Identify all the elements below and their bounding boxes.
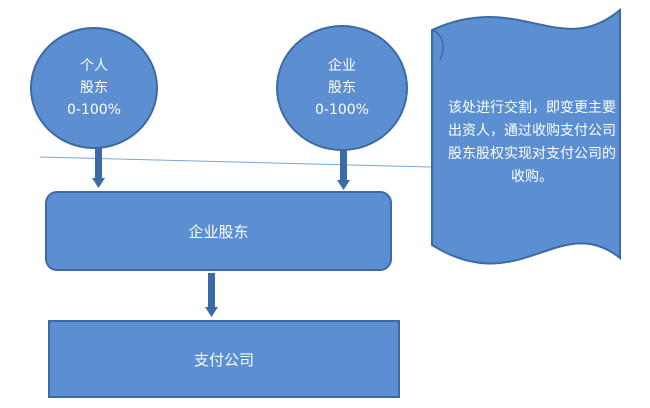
enterprise-box-label: 企业股东 [188, 222, 249, 241]
arrow-enterprise-to-payment [205, 273, 218, 317]
enterprise-line1: 企业 [328, 58, 356, 74]
arrow-individual-to-enterprise [92, 148, 105, 188]
enterprise-line3: 0-100% [315, 102, 369, 118]
enterprise-shareholder-node: 企业 股东 0-100% [276, 25, 408, 151]
enterprise-line2: 股东 [328, 80, 356, 96]
individual-shareholder-node: 个人 股东 0-100% [30, 27, 158, 149]
arrow-enterprise-to-enterprise-box [337, 148, 350, 190]
individual-line2: 股东 [80, 80, 108, 96]
callout-text: 该处进行交割，即变更主要出资人，通过收购支付公司股东股权实现对支付公司的收购。 [448, 100, 616, 185]
callout-banner-shape [431, 7, 621, 265]
payment-company-box: 支付公司 [48, 320, 400, 398]
payment-box-label: 支付公司 [193, 350, 254, 369]
divider-line [39, 156, 471, 169]
callout-banner-fold [431, 29, 444, 61]
individual-line3: 0-100% [67, 102, 121, 118]
enterprise-shareholder-box: 企业股东 [45, 191, 392, 271]
individual-line1: 个人 [80, 58, 108, 74]
